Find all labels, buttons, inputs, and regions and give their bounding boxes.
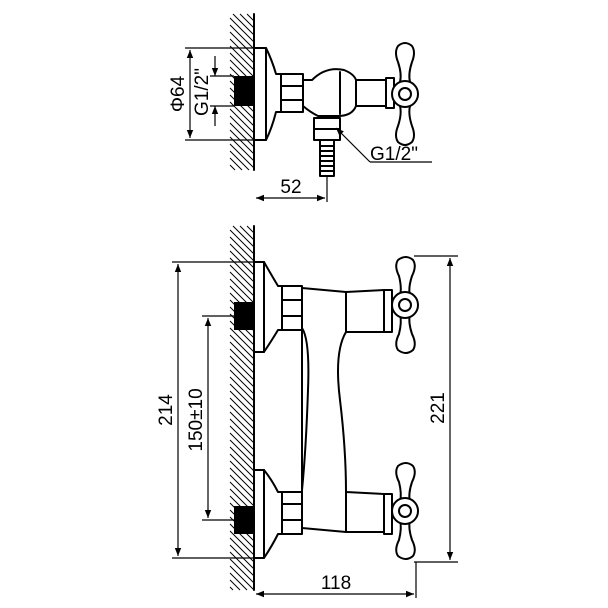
label-inlet-spacing: 150±10 [186,388,207,451]
hatch-line [229,425,255,451]
inlet-fitting-top [234,76,254,106]
hatch-line [229,157,243,171]
hatch-line [229,544,255,570]
hatch-line [229,348,255,374]
hatch-line [229,418,255,444]
hatch-line [229,404,255,430]
nut-upper [281,285,303,331]
hatch-line [229,31,255,57]
hatch-line [229,586,234,591]
nut-lower [281,491,303,535]
dim-inlet-spacing: 150±10 [186,315,234,521]
label-flange-diameter: Φ64 [168,75,189,112]
hatch-line [229,432,255,458]
cross-handle-top [391,42,419,146]
valve-body-top [302,68,387,117]
valve-body-front [301,287,385,533]
outlet-connector-top [313,117,341,177]
hatch-line [229,327,255,353]
top-view: Φ64 G1/2" G1/2" 52 [168,13,432,202]
hatch-line [229,264,255,290]
dim-handle-height: 221 [414,255,458,563]
hatch-line [229,136,255,162]
hatch-line [229,390,255,416]
hatch-line [229,341,255,367]
hatch-line [229,150,250,171]
hatch-line [229,334,255,360]
hatch-line [229,467,255,493]
dim-projection: 52 [256,176,328,202]
front-view: 214 150±10 221 118 [156,225,458,598]
hatch-line [229,376,255,402]
hatch-line [229,52,255,78]
hatch-line [229,369,255,395]
inlet-fitting-upper [234,302,254,330]
hatch-line [229,474,255,500]
cross-handle-lower [391,462,419,560]
hatch-line [229,530,255,556]
label-overall-height: 214 [156,394,177,426]
hatch-line [229,24,255,50]
hatch-line [229,164,236,171]
hatch-line [229,411,255,437]
hex-nut-top [280,73,304,113]
handle-cap-upper [383,289,393,333]
hatch-line [229,481,255,507]
hatch-line [232,225,255,248]
hatch-line [229,383,255,409]
hatch-line [229,397,255,423]
hatch-line [229,243,255,269]
hatch-line [229,271,255,297]
flange-upper [253,261,283,353]
hatch-line [239,13,255,29]
hatch-line [239,225,255,241]
wall-hatch-front [229,225,255,591]
flange-top [253,47,282,141]
label-projection: 52 [280,177,301,198]
hatch-line [229,143,255,169]
hatch-line [229,122,255,148]
dim-depth: 118 [256,562,417,598]
label-handle-height: 221 [428,392,449,424]
dim-outlet-thread: G1/2" [335,127,432,165]
hatch-line [229,229,255,255]
hatch-line [229,38,255,64]
body-inner-contour [301,327,310,491]
hatch-line [229,45,255,71]
hatch-line [229,362,255,388]
hatch-line [229,551,255,577]
hatch-line [229,572,248,591]
hatch-line [229,446,255,472]
flange-lower [253,469,283,559]
handle-cap-lower [383,493,393,535]
dim-flange-diameter: Φ64 [168,47,254,141]
hatch-line [229,355,255,381]
hatch-line [229,565,255,591]
hatch-line [229,236,255,262]
hatch-line [229,17,255,43]
hatch-line [229,278,255,304]
label-inlet-thread: G1/2" [192,68,213,116]
hatch-line [229,439,255,465]
dim-inlet-thread: G1/2" [192,56,234,126]
dim-overall-height: 214 [156,261,254,559]
inlet-fitting-lower [234,506,254,534]
hatch-line [229,558,255,584]
cross-handle-upper [391,256,419,354]
label-outlet-thread: G1/2" [370,144,418,165]
hatch-line [246,13,255,22]
hatch-line [246,225,255,234]
hatch-line [232,13,255,36]
hatch-line [229,460,255,486]
hatch-line [229,453,255,479]
hatch-line [229,129,255,155]
hatch-line [229,250,255,276]
hatch-line [229,579,241,591]
label-depth: 118 [321,573,351,594]
hatch-line [229,108,255,134]
hatch-line [229,115,255,141]
